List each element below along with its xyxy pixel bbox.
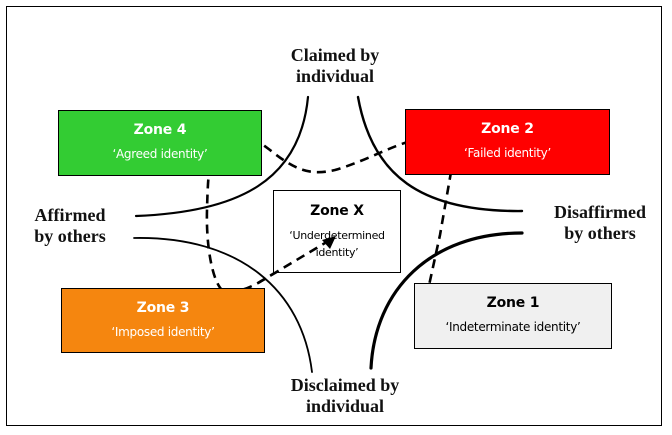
- zone-4-agreed-identity: Zone 4 ‘Agreed identity’: [58, 110, 262, 176]
- zone-subtitle: ‘Imposed identity’: [111, 325, 215, 339]
- axis-label-line: individual: [305, 396, 385, 416]
- zone-subtitle-line: identity’: [315, 246, 359, 259]
- axis-label-disclaimed-by-individual: Disclaimed by individual: [270, 375, 420, 417]
- zone-title: Zone 2: [481, 121, 534, 137]
- zone-title: Zone 1: [486, 295, 540, 311]
- zone-1-indeterminate-identity: Zone 1 ‘Indeterminate identity’: [414, 283, 612, 349]
- axis-label-line: Disclaimed by: [290, 375, 400, 395]
- zone-title: Zone 3: [136, 300, 190, 316]
- axis-label-claimed-by-individual: Claimed by individual: [270, 45, 400, 87]
- zone-subtitle: ‘Agreed identity’: [112, 147, 208, 161]
- axis-label-disaffirmed-by-others: Disaffirmed by others: [535, 202, 665, 244]
- axis-label-line: Claimed by: [290, 45, 380, 65]
- axis-label-line: Disaffirmed: [554, 202, 646, 222]
- zone-subtitle: ‘Failed identity’: [464, 146, 551, 160]
- axis-label-affirmed-by-others: Affirmed by others: [22, 205, 118, 247]
- zone-x-underdetermined-identity: Zone X ‘Underdetermined identity’: [273, 190, 401, 273]
- axis-label-line: by others: [34, 226, 106, 246]
- axis-label-line: by others: [564, 223, 636, 243]
- zone-subtitle: ‘Indeterminate identity’: [445, 320, 581, 334]
- zone-3-imposed-identity: Zone 3 ‘Imposed identity’: [61, 288, 265, 353]
- zone-title: Zone 4: [133, 122, 187, 138]
- zone-subtitle: ‘Underdetermined identity’: [274, 227, 400, 261]
- zone-2-failed-identity: Zone 2 ‘Failed identity’: [405, 109, 610, 175]
- zone-subtitle-line: ‘Underdetermined: [289, 229, 385, 242]
- axis-label-line: Affirmed: [34, 205, 106, 225]
- axis-label-line: individual: [295, 66, 375, 86]
- zone-title: Zone X: [310, 203, 364, 219]
